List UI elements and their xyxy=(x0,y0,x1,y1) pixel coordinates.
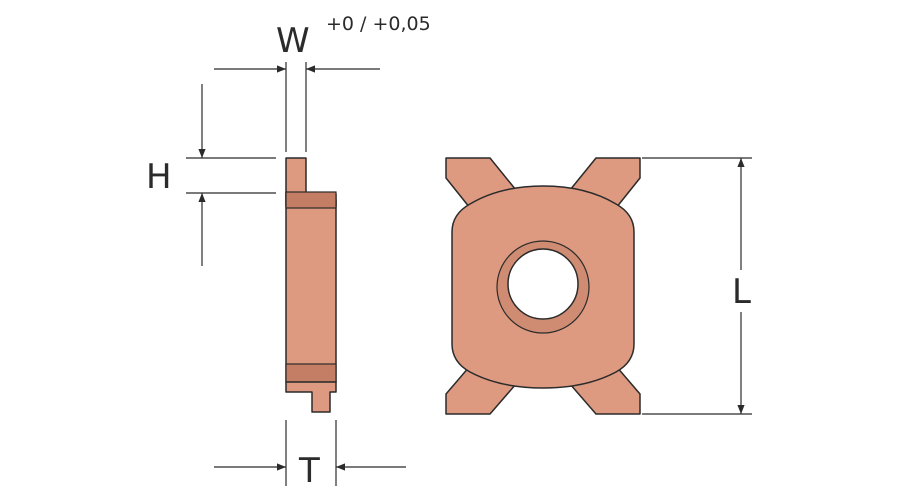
side-view-bottom-band xyxy=(285,363,337,383)
width-label: W xyxy=(276,21,310,61)
height-label: H xyxy=(146,157,172,197)
width-tolerance-label: +0 / +0,05 xyxy=(326,13,431,35)
side-view-top-band xyxy=(285,191,337,209)
side-view: W +0 / +0,05 H T xyxy=(146,13,431,491)
length-label: L xyxy=(732,272,751,312)
side-view-body xyxy=(285,191,337,383)
front-view: L xyxy=(445,157,752,415)
center-hole xyxy=(507,248,579,320)
thickness-label: T xyxy=(298,451,320,491)
side-view-bottom-tooth xyxy=(285,381,337,413)
